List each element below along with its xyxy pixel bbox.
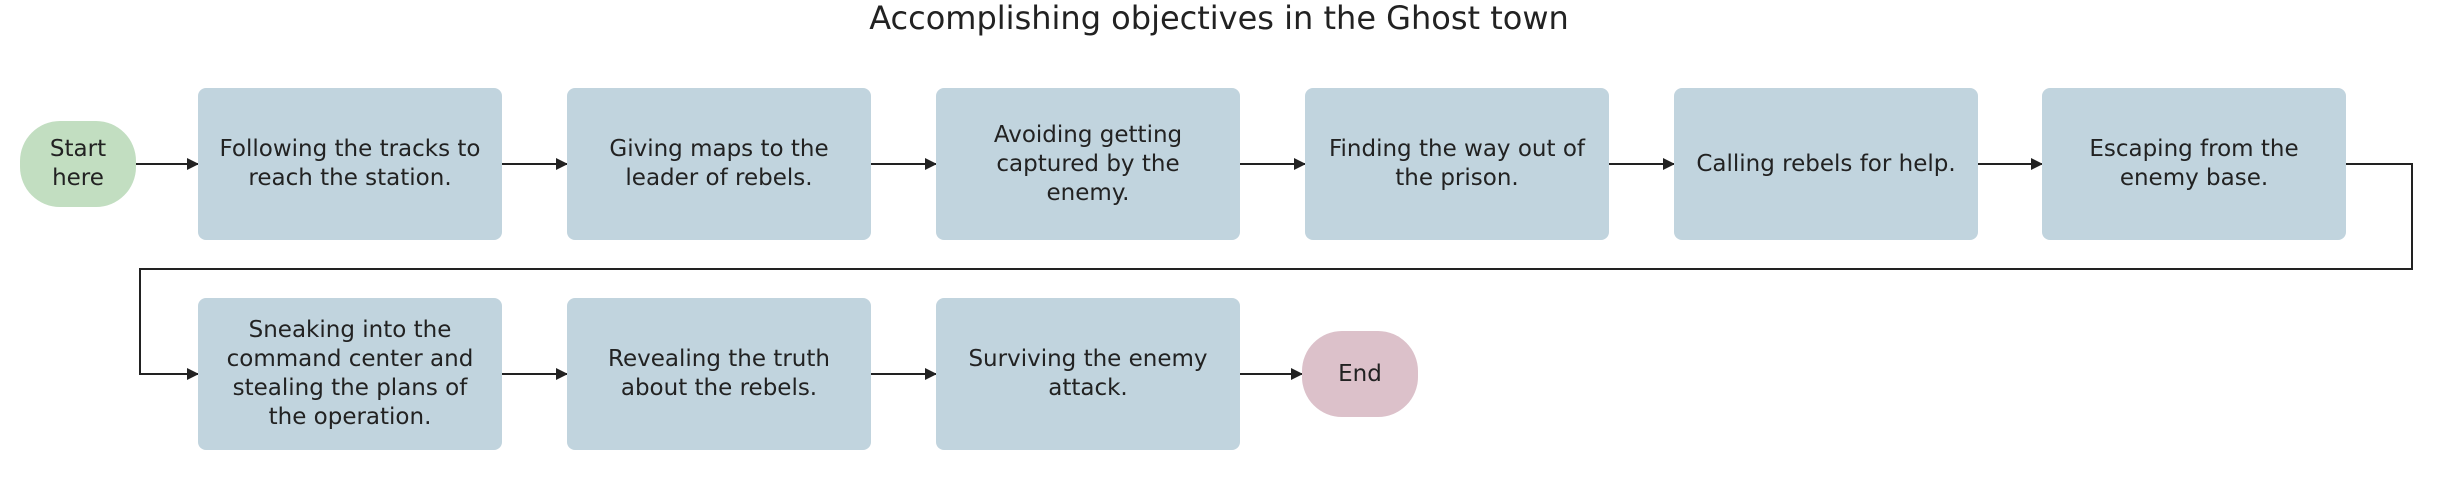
step-survive-attack: Surviving the enemy attack. (936, 298, 1240, 450)
step-find-way-out: Finding the way out of the prison. (1305, 88, 1609, 240)
step-sneak-command-center: Sneaking into the command center and ste… (198, 298, 502, 450)
step-escape-base: Escaping from the enemy base. (2042, 88, 2346, 240)
step-give-maps: Giving maps to the leader of rebels. (567, 88, 871, 240)
end-node: End (1302, 331, 1418, 417)
step-call-rebels: Calling rebels for help. (1674, 88, 1978, 240)
step-avoid-capture: Avoiding getting captured by the enemy. (936, 88, 1240, 240)
diagram-title: Accomplishing objectives in the Ghost to… (869, 0, 1569, 37)
step-follow-tracks: Following the tracks to reach the statio… (198, 88, 502, 240)
step-reveal-truth: Revealing the truth about the rebels. (567, 298, 871, 450)
start-node: Start here (20, 121, 136, 207)
